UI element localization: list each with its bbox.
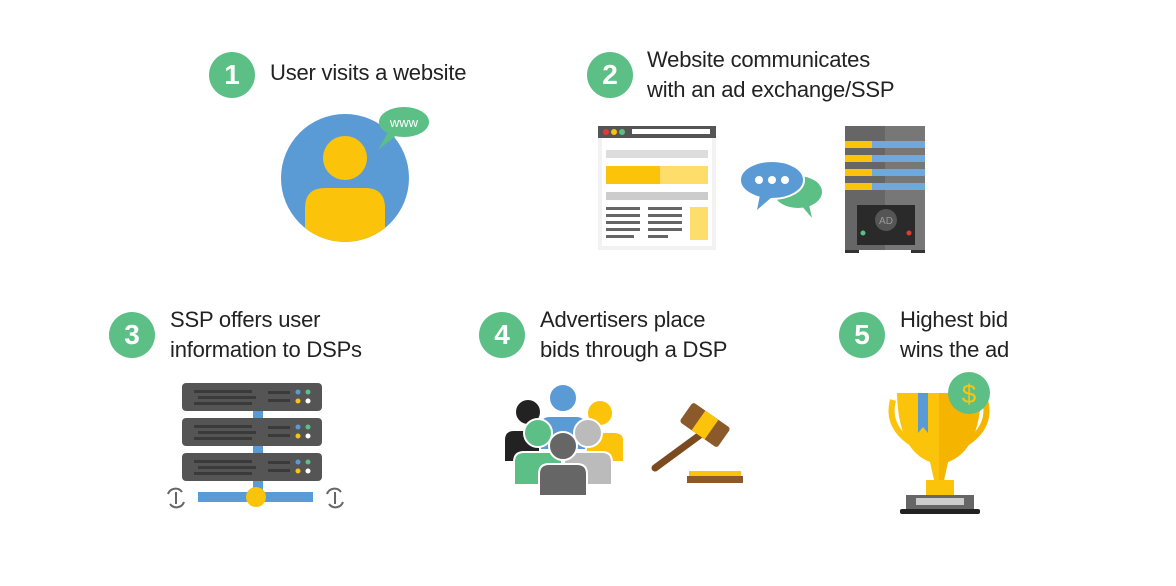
step-4-line-2: bids through a DSP: [540, 337, 728, 362]
trophy-icon: [888, 393, 990, 514]
dollar-coin-icon: $: [948, 372, 990, 414]
step-5-label: Highest bid wins the ad: [900, 305, 1009, 365]
step-2-line-1: Website communicates: [647, 47, 871, 72]
step-4-line-1: Advertisers place: [540, 307, 706, 332]
ad-server-label: AD: [879, 216, 893, 227]
step-1-line-1: User visits a website: [270, 60, 467, 85]
dollar-symbol: $: [962, 379, 977, 409]
step-3-line-2: information to DSPs: [170, 337, 362, 362]
step-2-badge: 2: [587, 52, 633, 98]
step-5-badge: 5: [839, 312, 885, 358]
step-4-badge: 4: [479, 312, 525, 358]
advertisers-group-icon: [503, 383, 625, 497]
www-text: www: [389, 115, 419, 130]
ad-server-icon: AD: [845, 126, 925, 253]
chat-bubbles-icon: [739, 160, 822, 218]
step-5-line-1: Highest bid: [900, 307, 1008, 332]
step-4-label: Advertisers place bids through a DSP: [540, 305, 727, 365]
server-rack-icon: [182, 383, 322, 507]
step-1-badge: 1: [209, 52, 255, 98]
step-3-label: SSP offers user information to DSPs: [170, 305, 362, 365]
step-2-line-2: with an ad exchange/SSP: [647, 77, 895, 102]
step-3-line-1: SSP offers user: [170, 307, 321, 332]
step-3-badge: 3: [109, 312, 155, 358]
step-5-line-2: wins the ad: [900, 337, 1010, 362]
user-avatar-icon: [281, 114, 409, 242]
sync-icon-left: [167, 487, 185, 509]
sync-icon-right: [326, 487, 344, 509]
step-2-label: Website communicates with an ad exchange…: [647, 45, 895, 105]
gavel-icon: [651, 403, 743, 483]
browser-window-icon: [598, 126, 716, 250]
www-speech-bubble-icon: www: [378, 107, 429, 150]
step-1-label: User visits a website: [270, 58, 467, 88]
